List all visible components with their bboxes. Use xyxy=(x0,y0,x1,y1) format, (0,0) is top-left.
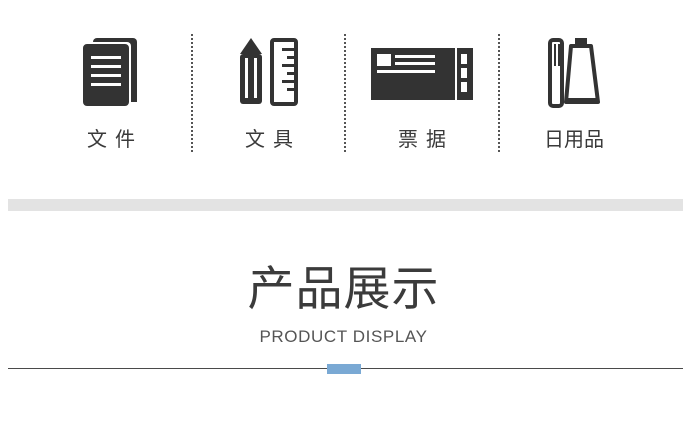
category-item-documents[interactable]: 文件 xyxy=(34,36,188,166)
section-subtitle: PRODUCT DISPLAY xyxy=(259,327,428,346)
category-label: 日用品 xyxy=(544,127,604,151)
category-label: 文件 xyxy=(87,127,143,151)
section-rule-accent xyxy=(327,364,361,374)
category-label: 文具 xyxy=(245,127,301,151)
category-divider xyxy=(498,34,500,152)
category-item-stationery[interactable]: 文具 xyxy=(192,36,346,166)
category-divider xyxy=(191,34,193,152)
category-item-daily-necessities[interactable]: 日用品 xyxy=(497,36,651,166)
toothbrush-toothpaste-icon xyxy=(497,36,651,114)
category-label: 票据 xyxy=(398,127,454,151)
document-stack-icon xyxy=(34,36,188,114)
section-separator-band xyxy=(8,199,683,211)
category-nav: 文件 文具 xyxy=(0,0,687,175)
category-divider xyxy=(344,34,346,152)
ticket-icon xyxy=(345,36,499,114)
category-item-tickets[interactable]: 票据 xyxy=(345,36,499,166)
section-title: 产品展示 xyxy=(247,262,440,317)
pencil-ruler-icon xyxy=(192,36,346,114)
